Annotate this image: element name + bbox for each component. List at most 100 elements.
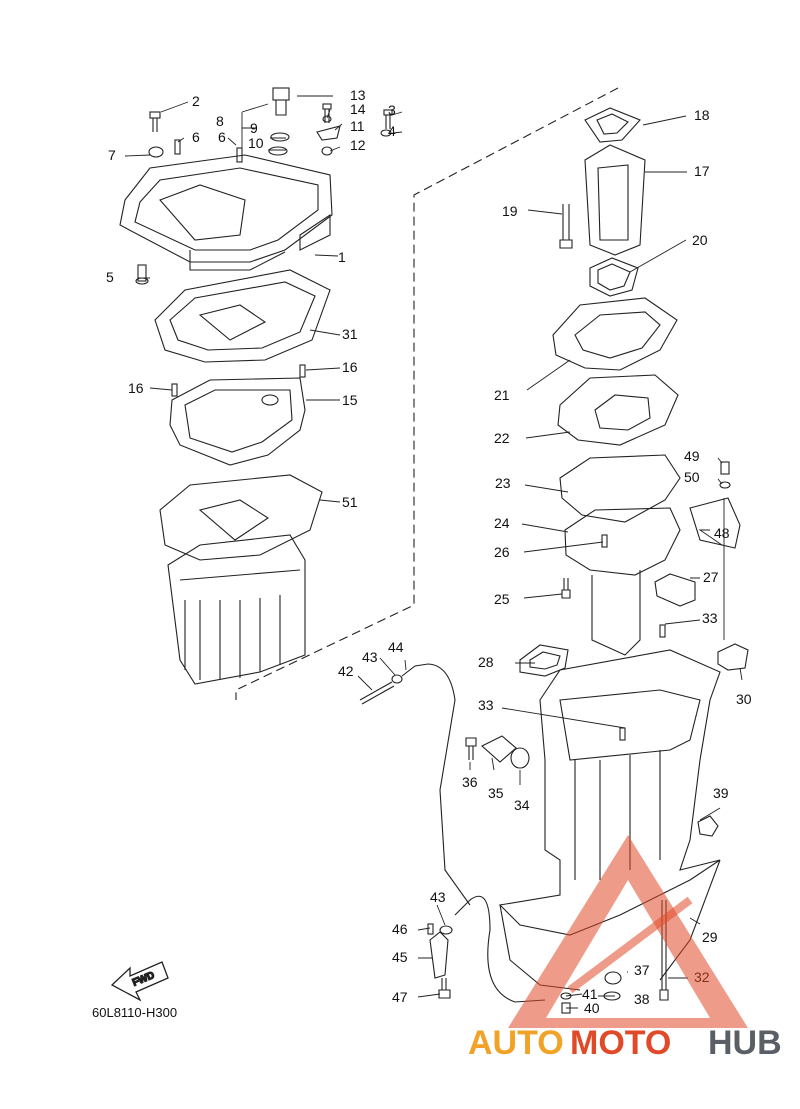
hose-lower <box>454 895 546 1003</box>
automotohub-watermark: AUTO MOTO HUB <box>468 835 782 1062</box>
callout-50: 50 <box>684 469 700 485</box>
plate-35 <box>481 735 517 763</box>
exhaust-guide <box>564 507 681 656</box>
callout-17: 17 <box>694 163 710 179</box>
plate-22 <box>557 374 679 446</box>
washer-41 <box>560 992 572 1000</box>
fitting-42 <box>359 681 395 705</box>
callout-44: 44 <box>388 639 404 655</box>
exhaust-manifold-15 <box>169 364 306 466</box>
leader-lines <box>124 95 743 1009</box>
pin-33b <box>619 727 626 741</box>
callout-21: 21 <box>494 387 510 403</box>
seal-20 <box>589 257 639 297</box>
watermark-text-hub: HUB <box>708 1024 782 1062</box>
callout-40: 40 <box>584 1000 600 1016</box>
callout-3: 3 <box>388 102 396 118</box>
callout-42: 42 <box>338 663 354 679</box>
callout-37: 37 <box>634 962 650 978</box>
callout-34: 34 <box>514 797 530 813</box>
gasket-31 <box>154 269 331 363</box>
callout-18: 18 <box>694 107 710 123</box>
upper-cover-part <box>119 154 333 271</box>
bolt-36 <box>465 737 477 760</box>
muffler-17 <box>584 144 646 256</box>
callout-5: 5 <box>106 269 114 285</box>
callout-4: 4 <box>388 123 396 139</box>
callout-41: 41 <box>582 986 598 1002</box>
diagram-code: 60L8110-H300 <box>92 1005 177 1020</box>
callout-45: 45 <box>392 949 408 965</box>
small-hardware <box>135 87 393 285</box>
bolt-49 <box>720 461 730 475</box>
callout-14: 14 <box>350 101 366 117</box>
callout-22: 22 <box>494 430 510 446</box>
pin-33a <box>659 624 666 638</box>
callout-26: 26 <box>494 544 510 560</box>
cover-30 <box>717 643 749 671</box>
bolt-46 <box>427 923 434 935</box>
callout-8: 8 <box>216 113 224 129</box>
callout-23: 23 <box>495 475 511 491</box>
clip-43b <box>439 925 453 935</box>
callout-28: 28 <box>478 654 494 670</box>
callout-35: 35 <box>488 785 504 801</box>
plate-48 <box>689 497 741 549</box>
callout-39: 39 <box>713 785 729 801</box>
gasket-23 <box>559 454 681 523</box>
bolt-47 <box>438 978 451 999</box>
callout-13: 13 <box>350 87 366 103</box>
washer-50 <box>719 481 731 489</box>
callout-43: 43 <box>362 649 378 665</box>
bracket-45 <box>429 931 449 979</box>
clip-43a <box>391 674 403 684</box>
callout-24: 24 <box>494 515 510 531</box>
watermark-triangle-icon <box>508 835 748 1028</box>
callout-48: 48 <box>714 525 730 541</box>
gasket-18 <box>584 107 641 143</box>
callout-47: 47 <box>392 989 408 1005</box>
frame-line <box>235 87 619 700</box>
callout-27: 27 <box>703 569 719 585</box>
callout-6: 6 <box>218 129 226 145</box>
fwd-arrow-icon: FWD <box>110 961 169 1002</box>
damper-27 <box>654 573 696 607</box>
hose-44 <box>401 663 471 906</box>
callout-49: 49 <box>684 448 700 464</box>
callout-15: 15 <box>342 392 358 408</box>
callout-33: 33 <box>478 697 494 713</box>
callout-20: 20 <box>692 232 708 248</box>
callout-16: 16 <box>128 380 144 396</box>
gasket-51 <box>159 474 323 561</box>
grommet-39 <box>697 815 719 837</box>
callout-6: 6 <box>192 129 200 145</box>
grommet-34 <box>510 747 530 769</box>
gasket-21 <box>552 297 678 371</box>
callout-51: 51 <box>342 494 358 510</box>
callout-2: 2 <box>192 93 200 109</box>
watermark-text-auto: AUTO <box>468 1024 564 1062</box>
callout-1: 1 <box>338 249 346 265</box>
callout-7: 7 <box>108 147 116 163</box>
watermark-text-moto: MOTO <box>570 1024 671 1062</box>
callout-29: 29 <box>702 929 718 945</box>
callout-19: 19 <box>502 203 518 219</box>
callout-16: 16 <box>342 359 358 375</box>
bolt-19 <box>559 204 573 249</box>
callout-31: 31 <box>342 326 358 342</box>
callout-33: 33 <box>702 610 718 626</box>
callout-43: 43 <box>430 889 446 905</box>
callout-10: 10 <box>248 135 264 151</box>
callout-30: 30 <box>736 691 752 707</box>
callout-12: 12 <box>350 137 366 153</box>
callout-25: 25 <box>494 591 510 607</box>
seal-28 <box>519 644 569 677</box>
oil-pan <box>167 534 306 685</box>
callout-11: 11 <box>350 118 365 134</box>
callout-46: 46 <box>392 921 408 937</box>
callout-36: 36 <box>462 774 478 790</box>
collar-37 <box>604 971 622 985</box>
